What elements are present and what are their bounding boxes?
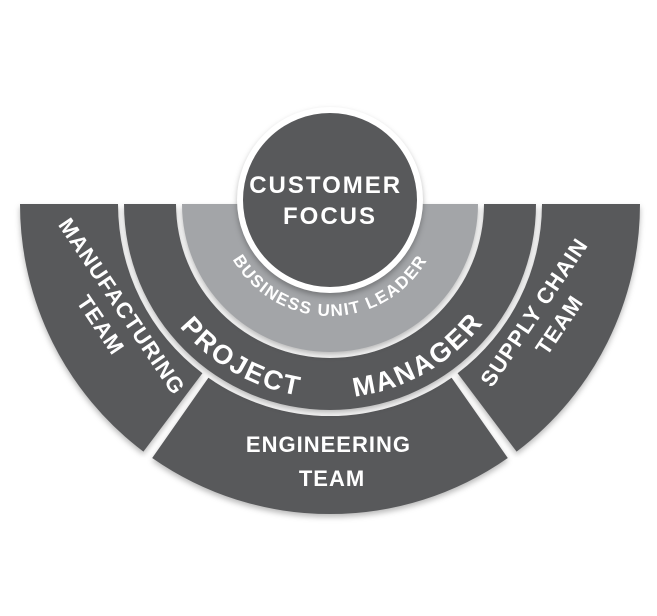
supply-chain-team-segment: [457, 204, 640, 452]
customer-focus-line2: FOCUS: [283, 203, 377, 230]
engineering-team-label: ENGINEERING TEAM: [246, 432, 418, 491]
project-manager-ring: [124, 204, 536, 410]
manufacturing-team-segment: [19, 204, 203, 452]
customer-focus-circle: [237, 107, 423, 293]
engineering-team-segment: [152, 377, 508, 515]
engineering-team-line1: ENGINEERING: [246, 432, 411, 457]
customer-focus-line1: CUSTOMER: [249, 172, 402, 199]
customer-focus-label: CUSTOMER FOCUS: [249, 172, 411, 230]
outer-ring: [19, 204, 640, 515]
engineering-team-line2: TEAM: [299, 466, 365, 491]
